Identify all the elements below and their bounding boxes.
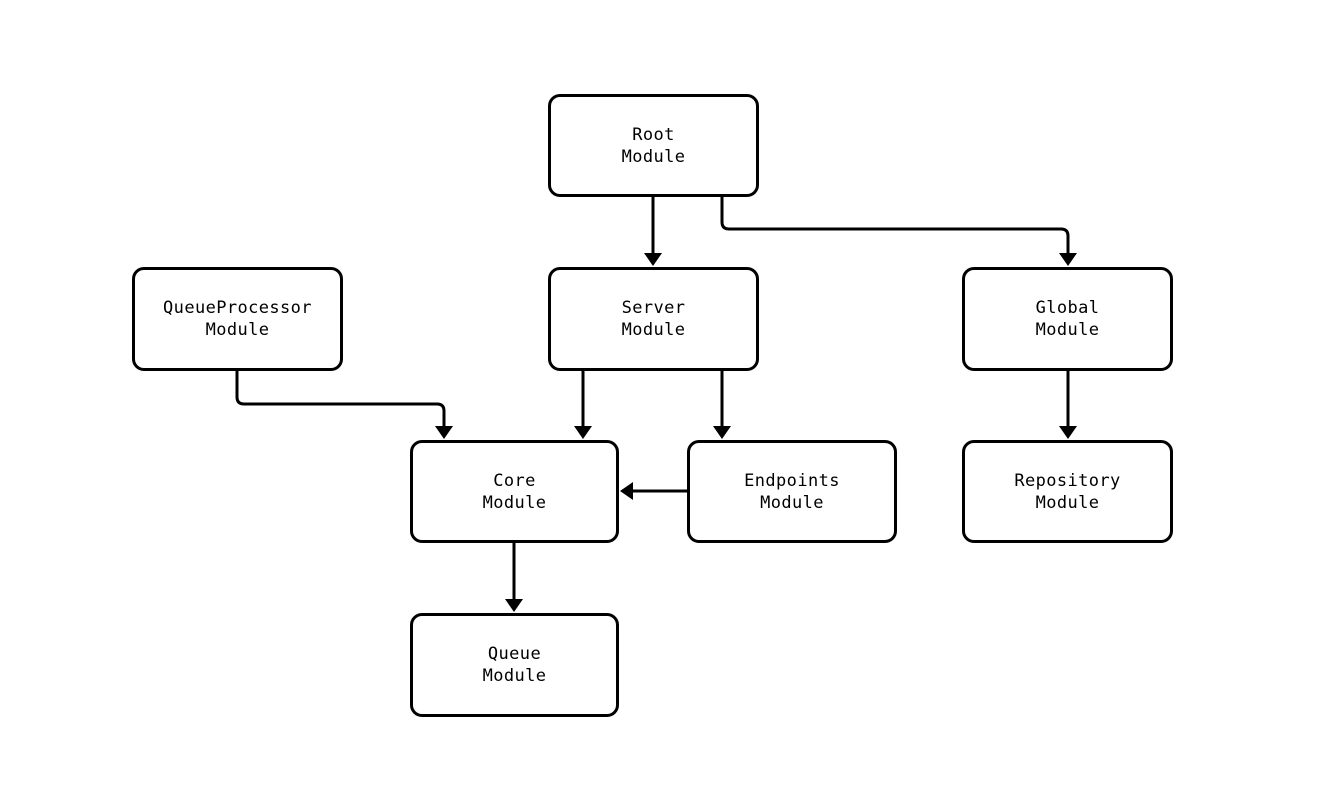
node-queue-label: Queue Module [482,644,547,686]
arrowhead-queueprocessor-to-core [435,426,453,439]
node-repository-label: Repository Module [1014,470,1121,513]
node-queueprocessor-label: QueueProcessor Module [163,298,312,340]
node-server-label: Server Module [621,298,686,340]
node-root[interactable]: Root Module [548,94,759,197]
node-core[interactable]: Core Module [410,440,619,543]
arrowhead-endpoints-to-core [620,482,633,500]
node-global[interactable]: Global Module [962,267,1173,371]
arrowhead-root-to-server [644,253,662,266]
arrowhead-server-to-endpoints [713,426,731,439]
node-endpoints-label: Endpoints Module [744,470,840,513]
node-root-label: Root Module [621,124,686,167]
arrowhead-global-to-repository [1059,426,1077,439]
node-repository[interactable]: Repository Module [962,440,1173,543]
arrowhead-root-to-global [1059,253,1077,266]
node-global-label: Global Module [1035,298,1100,340]
edge-root-to-global [720,197,1070,255]
node-queue[interactable]: Queue Module [410,613,619,717]
edge-queueprocessor-to-core [235,371,446,428]
node-server[interactable]: Server Module [548,267,759,371]
arrowhead-core-to-queue [505,599,523,612]
arrowhead-server-to-core [574,426,592,439]
node-queueprocessor[interactable]: QueueProcessor Module [132,267,343,371]
node-core-label: Core Module [482,470,547,513]
node-endpoints[interactable]: Endpoints Module [687,440,897,543]
